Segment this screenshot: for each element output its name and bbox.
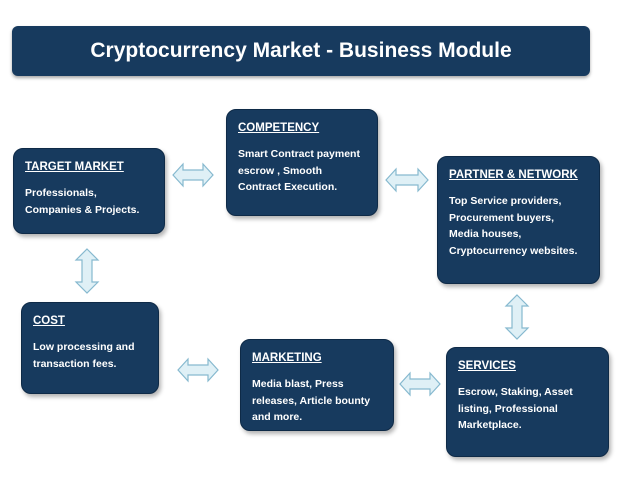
services-heading: SERVICES: [458, 360, 516, 372]
competency-box: COMPETENCY Smart Contract payment escrow…: [226, 109, 378, 216]
partner-network-heading: PARTNER & NETWORK: [449, 169, 578, 181]
competency-text: Smart Contract payment escrow , Smooth C…: [238, 148, 360, 193]
marketing-box: MARKETING Media blast, Press releases, A…: [240, 339, 394, 431]
double-arrow-partner-services: [504, 294, 530, 340]
competency-heading: COMPETENCY: [238, 122, 320, 134]
marketing-heading: MARKETING: [252, 352, 322, 364]
target-market-box: TARGET MARKET Professionals, Companies &…: [13, 148, 165, 234]
diagram-title: Cryptocurrency Market - Business Module: [12, 26, 590, 76]
cost-box: COST Low processing and transaction fees…: [21, 302, 159, 394]
partner-network-box: PARTNER & NETWORK Top Service providers,…: [437, 156, 600, 284]
cost-text: Low processing and transaction fees.: [33, 341, 135, 370]
double-arrow-competency-partner: [385, 167, 429, 193]
services-box: SERVICES Escrow, Staking, Asset listing,…: [446, 347, 609, 457]
double-arrow-target-cost: [74, 248, 100, 294]
cost-heading: COST: [33, 315, 65, 327]
double-arrow-cost-marketing: [177, 357, 219, 383]
marketing-text: Media blast, Press releases, Article bou…: [252, 378, 371, 423]
partner-network-text: Top Service providers, Procurement buyer…: [449, 195, 578, 257]
services-text: Escrow, Staking, Asset listing, Professi…: [458, 386, 573, 431]
target-market-heading: TARGET MARKET: [25, 161, 124, 173]
double-arrow-target-competency: [172, 162, 214, 188]
double-arrow-marketing-services: [399, 371, 441, 397]
target-market-text: Professionals, Companies & Projects.: [25, 187, 140, 216]
